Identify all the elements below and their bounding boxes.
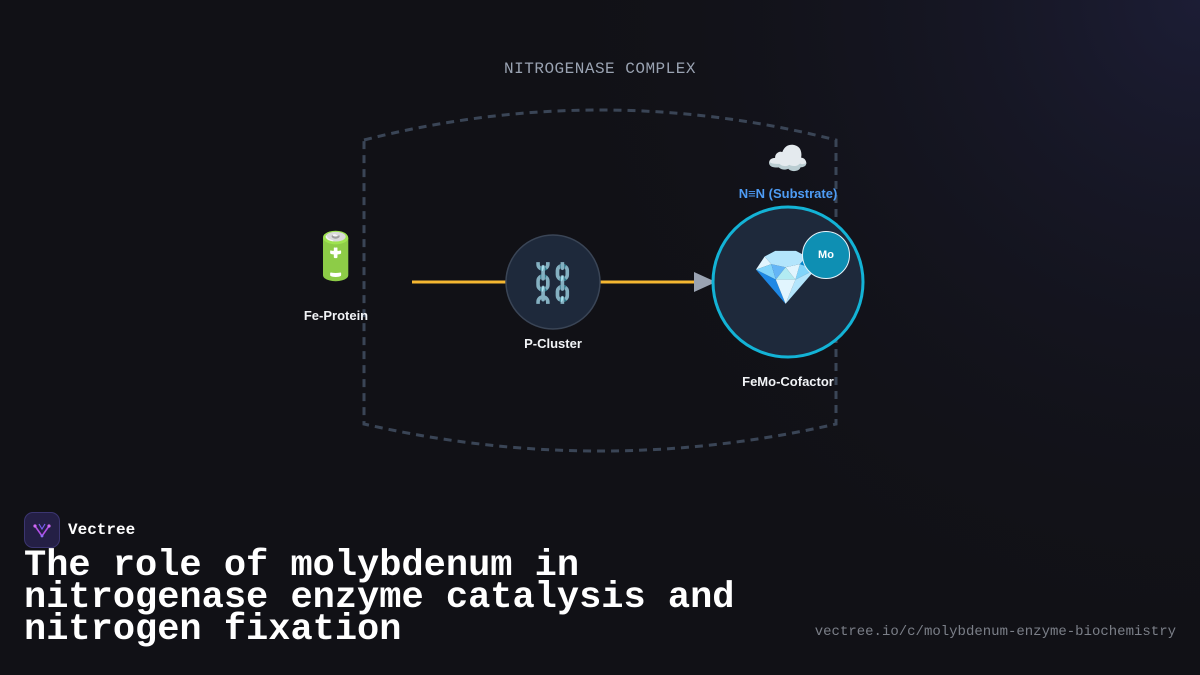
substrate-label: N≡N (Substrate)	[738, 186, 838, 201]
p-cluster-label: P-Cluster	[524, 336, 582, 351]
chain-link-icon: ⛓️	[529, 261, 576, 305]
fe-protein-label: Fe-Protein	[303, 308, 369, 323]
page-url[interactable]: vectree.io/c/molybdenum-enzyme-biochemis…	[814, 624, 1176, 640]
femo-cofactor-label: FeMo-Cofactor	[742, 374, 834, 389]
complex-boundary	[362, 108, 838, 453]
arrowhead	[694, 272, 716, 292]
p-cluster-node	[505, 234, 601, 330]
vectree-logo-icon	[24, 512, 60, 548]
headline: The role of molybdenum in nitrogenase en…	[24, 545, 735, 651]
mo-badge: Mo	[802, 231, 850, 279]
brand-name: Vectree	[68, 521, 136, 539]
brand[interactable]: Vectree	[24, 512, 135, 548]
battery-icon: 🔋	[307, 229, 364, 283]
cloud-icon: ☁️	[767, 139, 809, 179]
complex-title: NITROGENASE COMPLEX	[504, 60, 696, 78]
